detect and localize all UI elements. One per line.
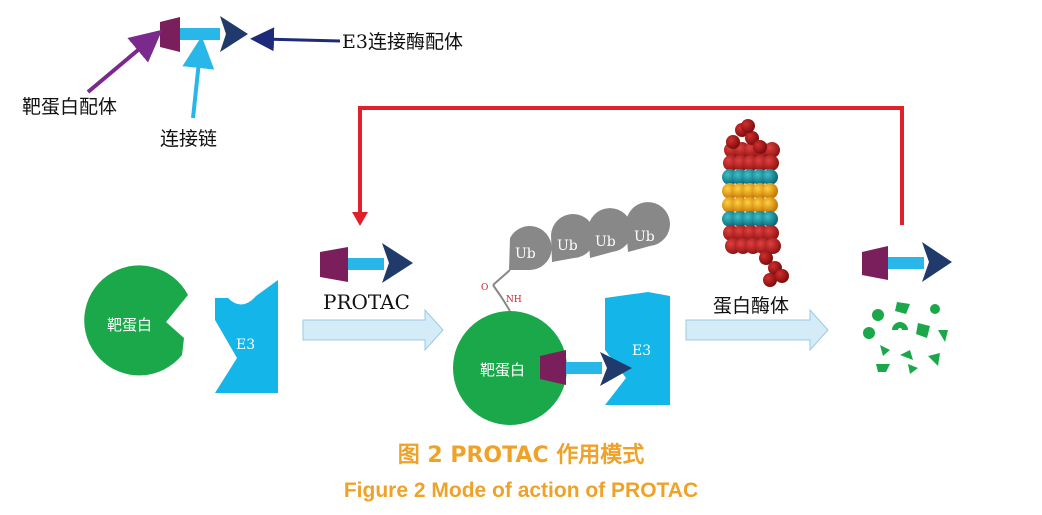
fragment: [863, 327, 875, 339]
ub-label-3: Ub: [595, 234, 616, 250]
linker-label: 连接链: [160, 128, 217, 150]
fragment: [876, 364, 890, 372]
amide-nh-label: NH: [506, 295, 522, 305]
proteasome-sphere: [762, 197, 778, 213]
target-ligand-label: 靶蛋白配体: [22, 96, 117, 118]
ub-label-4: Ub: [634, 229, 655, 245]
proteasome-sphere: [763, 225, 779, 241]
proteasome-sphere: [726, 135, 740, 149]
legend-protac: [160, 16, 248, 52]
ub-label-2: Ub: [557, 238, 578, 254]
fragment: [938, 330, 948, 342]
proteasome-sphere: [745, 131, 759, 145]
proteasome-label: 蛋白酶体: [713, 295, 789, 317]
fragment: [916, 323, 930, 338]
proteasome-sphere: [762, 211, 778, 227]
ubiquitin-2: [551, 214, 595, 262]
fragment: [895, 302, 910, 314]
e3-ligand-pointer-arrow: [250, 27, 341, 52]
ubiquitin-1: [509, 226, 552, 270]
ubiquitin-3: [588, 208, 632, 258]
fragment: [880, 345, 890, 356]
fragment: [900, 350, 913, 360]
figure-caption-chinese: 图 2 PROTAC 作用模式: [397, 443, 645, 468]
target-protein-label-2: 靶蛋白: [480, 361, 525, 379]
ubiquitin-attachment: [492, 269, 511, 312]
ubiquitin-4: [625, 202, 670, 252]
fragment: [908, 364, 918, 374]
figure-caption-english: Figure 2 Mode of action of PROTAC: [343, 479, 699, 502]
linker-pointer-arrow: [182, 36, 215, 119]
e3-ligase-2: [605, 292, 670, 405]
legend-e3-ligand: [220, 16, 248, 52]
proteasome-sphere: [765, 238, 781, 254]
target-ligand-pointer-arrow: [86, 29, 163, 94]
e3-label-1: E3: [236, 337, 255, 353]
e3-ligase-1: [215, 280, 278, 393]
proteasome: [722, 119, 789, 287]
target-protein-label-1: 靶蛋白: [107, 316, 152, 334]
ubiquitin-chain: [509, 202, 670, 270]
target-protein-1: [84, 265, 188, 376]
bound-protac: [540, 350, 632, 386]
released-protac: [862, 242, 952, 282]
ub-label-1: Ub: [515, 246, 536, 262]
degraded-fragments: [863, 302, 948, 374]
fragment: [892, 322, 908, 330]
fragment: [930, 304, 940, 314]
fragment: [872, 309, 884, 321]
proteasome-sphere: [759, 251, 773, 265]
proteasome-sphere: [762, 183, 778, 199]
legend-linker: [180, 28, 220, 40]
flow-arrow-1: [302, 308, 444, 352]
flow-arrow-2: [685, 308, 829, 352]
target-protein-2: [453, 311, 567, 425]
proteasome-sphere: [775, 269, 789, 283]
fragment: [928, 353, 940, 366]
e3-ligand-label: E3连接酶配体: [342, 31, 463, 53]
recycle-arrow: [352, 106, 904, 226]
protac-molecule: [320, 243, 413, 283]
proteasome-sphere: [741, 119, 755, 133]
proteasome-sphere: [762, 169, 778, 185]
amide-o-label: O: [481, 283, 488, 293]
proteasome-sphere: [753, 140, 767, 154]
proteasome-sphere: [763, 155, 779, 171]
legend-warhead: [160, 17, 180, 52]
proteasome-sphere: [764, 142, 780, 158]
e3-label-2: E3: [632, 343, 651, 359]
protac-label: PROTAC: [323, 290, 410, 314]
proteasome-sphere: [763, 273, 777, 287]
